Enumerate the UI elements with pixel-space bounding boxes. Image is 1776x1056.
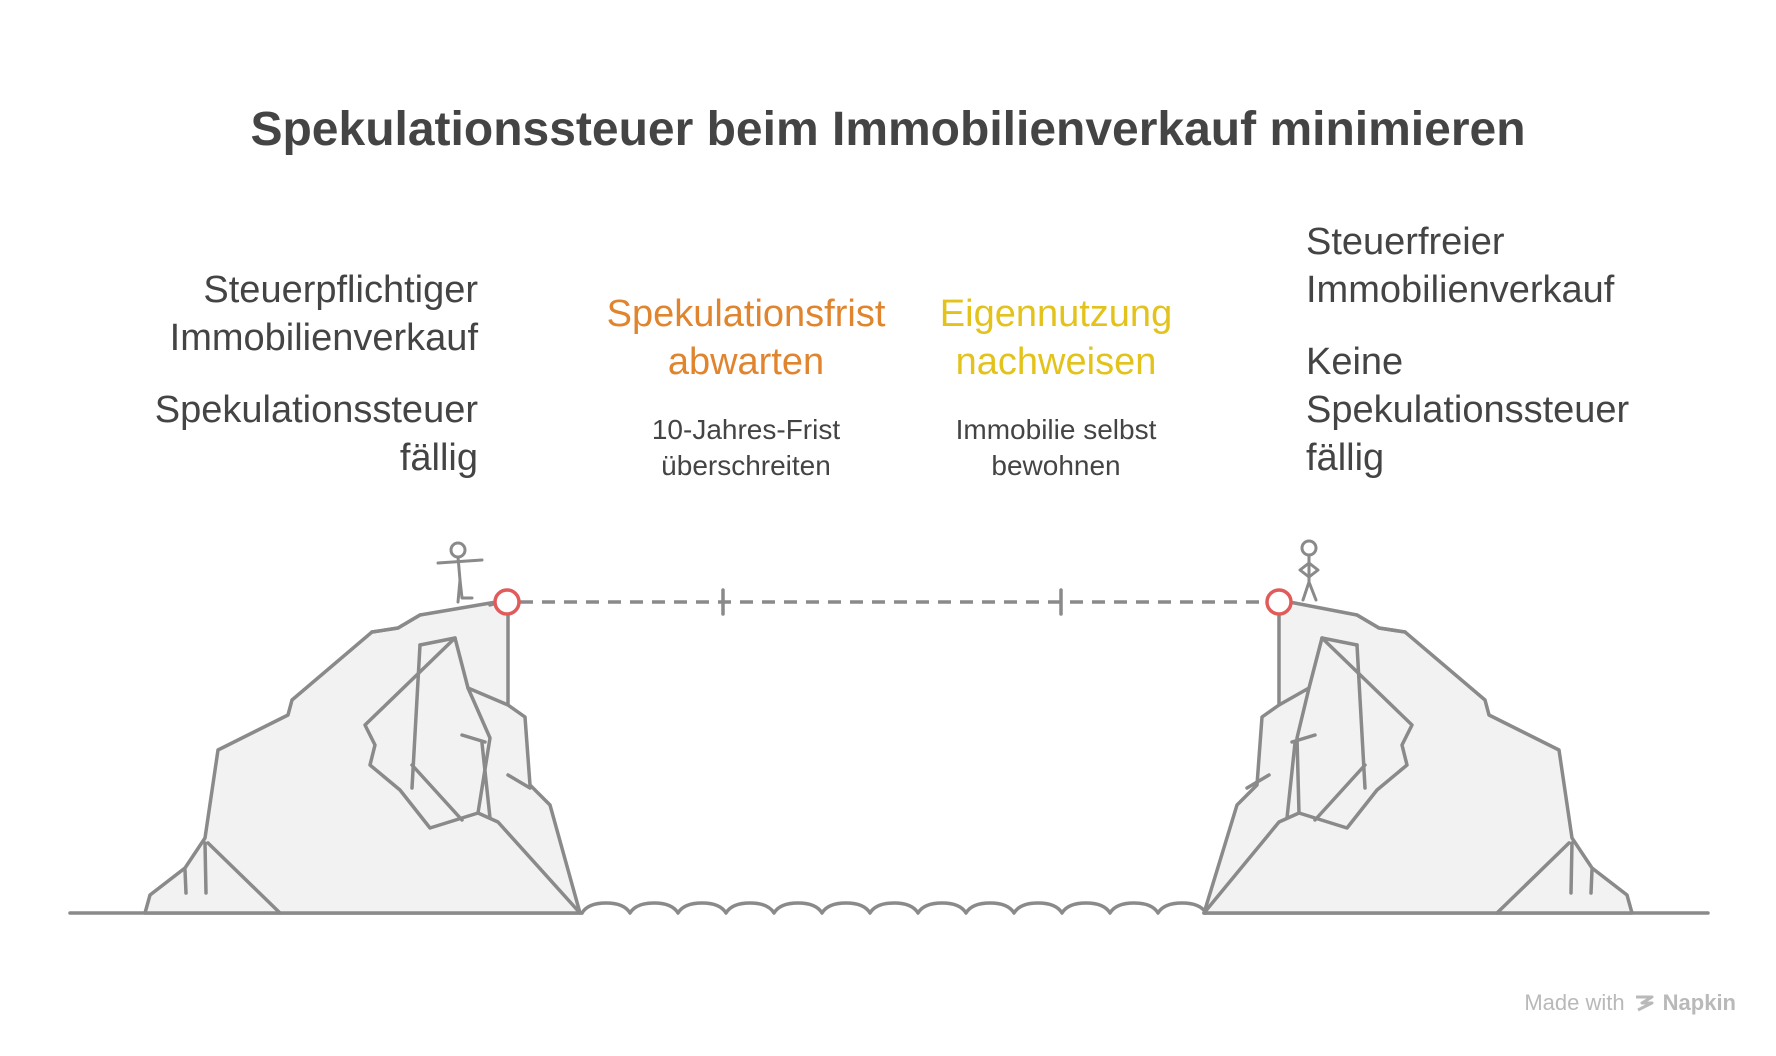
step-2-title-line1: Eigennutzung xyxy=(939,293,1173,335)
left-sub-line1: Spekulationssteuer xyxy=(154,389,478,431)
watermark-prefix: Made with xyxy=(1524,990,1625,1015)
page-title: Spekulationssteuer beim Immobilienverkau… xyxy=(250,103,1526,156)
right-cliff xyxy=(1202,598,1634,915)
right-sub-line3: fällig xyxy=(1306,437,1385,479)
step-2-title-line2: nachweisen xyxy=(955,341,1157,383)
right-person-icon xyxy=(1298,539,1320,602)
step-2-desc-line2: bewohnen xyxy=(991,450,1121,481)
watermark-brand: Napkin xyxy=(1662,990,1736,1015)
left-heading: Steuerpflichtiger Immobilienverkauf xyxy=(170,266,478,362)
start-marker xyxy=(493,588,521,616)
left-person-icon xyxy=(436,541,484,604)
left-cliff xyxy=(143,598,582,915)
step-1-desc-line1: 10-Jahres-Frist xyxy=(651,414,841,445)
step-1-desc-line2: überschreiten xyxy=(661,450,831,481)
right-sub-line1: Keine xyxy=(1306,341,1404,383)
right-sub-line2: Spekulationssteuer xyxy=(1306,389,1630,431)
step-1-title: Spekulationsfrist abwarten xyxy=(586,290,906,386)
left-heading-line1: Steuerpflichtiger xyxy=(203,269,478,311)
watermark: Made with Napkin xyxy=(1524,990,1736,1016)
right-heading-line2: Immobilienverkauf xyxy=(1306,269,1615,311)
step-1-title-line1: Spekulationsfrist xyxy=(606,293,886,335)
step-2-description: Immobilie selbst bewohnen xyxy=(906,412,1206,484)
step-2-title: Eigennutzung nachweisen xyxy=(906,290,1206,386)
step-2-desc-line1: Immobilie selbst xyxy=(955,414,1157,445)
right-heading: Steuerfreier Immobilienverkauf xyxy=(1306,218,1614,314)
right-heading-line1: Steuerfreier xyxy=(1306,221,1505,263)
left-sub-line2: fällig xyxy=(399,437,478,479)
step-1-description: 10-Jahres-Frist überschreiten xyxy=(586,412,906,484)
napkin-logo-icon xyxy=(1635,995,1654,1012)
step-1-title-line2: abwarten xyxy=(667,341,825,383)
water-waves xyxy=(580,901,1208,915)
right-subtext: Keine Spekulationssteuer fällig xyxy=(1306,338,1629,482)
left-heading-line2: Immobilienverkauf xyxy=(169,317,478,359)
left-subtext: Spekulationssteuer fällig xyxy=(155,386,478,482)
end-marker xyxy=(1265,588,1293,616)
